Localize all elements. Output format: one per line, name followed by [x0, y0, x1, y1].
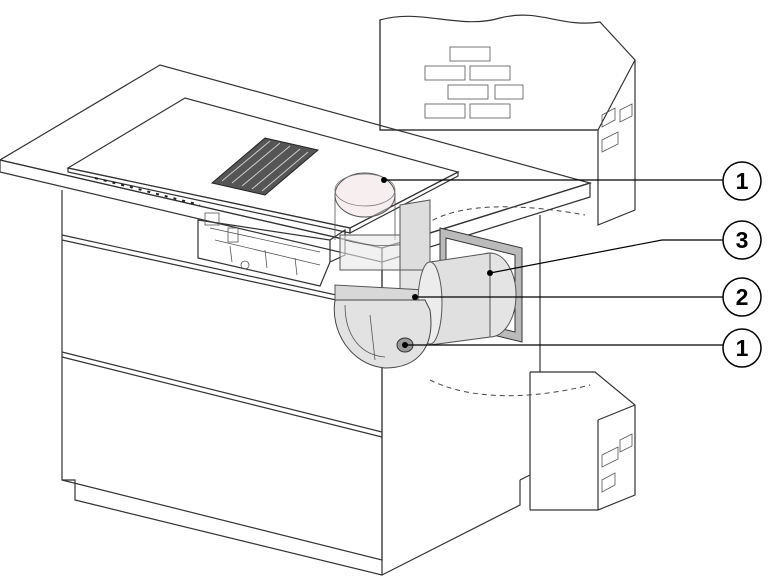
callout-3: 3 — [722, 220, 762, 260]
extraction-grille — [210, 137, 320, 196]
callout-leaders — [381, 177, 723, 348]
ducting-assembly — [333, 172, 523, 369]
callout-2: 2 — [722, 277, 762, 317]
callout-label: 1 — [736, 168, 749, 194]
induction-hob — [66, 97, 460, 234]
callout-label: 2 — [736, 284, 749, 310]
callout-label: 1 — [736, 335, 749, 361]
fan-housing — [197, 212, 346, 287]
hob-air-inlet-duct — [334, 172, 431, 273]
callout-1-bottom: 1 — [722, 328, 762, 368]
lower-wall-block — [529, 371, 636, 511]
upper-wall-block — [379, 14, 636, 226]
fan-elbow-duct — [333, 299, 432, 369]
leader-3 — [489, 239, 723, 274]
callout-1-top: 1 — [722, 161, 762, 201]
callout-label: 3 — [736, 227, 749, 253]
